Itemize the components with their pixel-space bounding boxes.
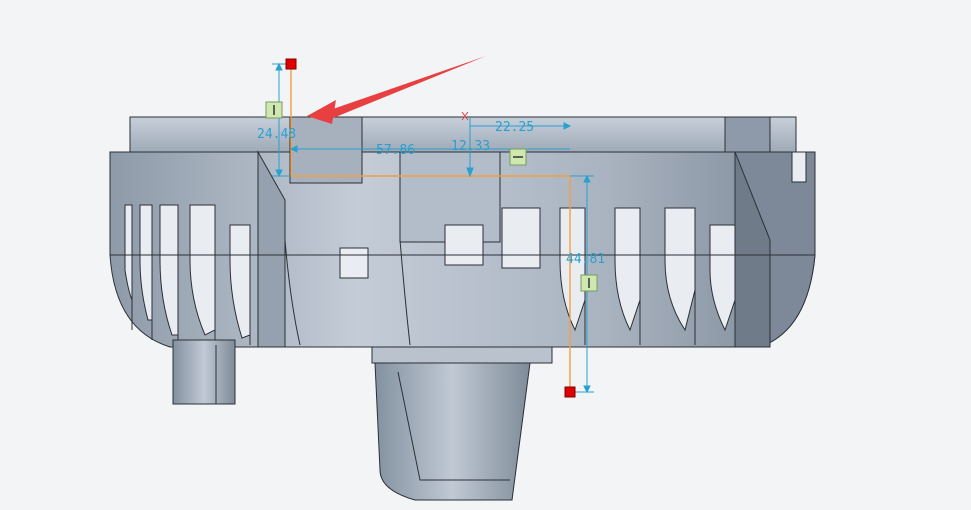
top-rim (129, 116, 797, 154)
vertical-constraint-icon-right[interactable] (580, 274, 598, 292)
dimension-offset-small[interactable]: 12.33 (451, 139, 490, 154)
origin-cross-icon (461, 111, 469, 121)
rib-edges (110, 205, 815, 346)
rib-slots (124, 151, 807, 339)
recess-block-1 (289, 116, 363, 184)
body-chamfer-left (257, 150, 286, 348)
top-rim-notch-right (724, 116, 771, 154)
sketch-geometry[interactable] (290, 64, 571, 392)
part-model[interactable] (109, 116, 816, 501)
lower-spout (374, 362, 531, 501)
spout-inner-line (397, 371, 510, 481)
dimension-height-left[interactable]: 24.48 (257, 127, 296, 142)
vertical-constraint-icon[interactable] (265, 101, 283, 119)
side-pipe (172, 339, 236, 405)
red-annotation-arrow (307, 56, 486, 124)
bottom-flange (371, 346, 553, 364)
dimension-length-horizontal[interactable]: 57.86 (376, 143, 415, 158)
dimension-width-top[interactable]: 22.25 (495, 120, 534, 135)
sketch-line-top[interactable] (290, 64, 571, 392)
drag-handle-bottom[interactable] (564, 386, 576, 398)
horizontal-constraint-icon[interactable] (509, 148, 527, 166)
dimension-height-right[interactable]: 44.81 (566, 252, 605, 267)
drag-handle-top[interactable] (285, 58, 297, 70)
